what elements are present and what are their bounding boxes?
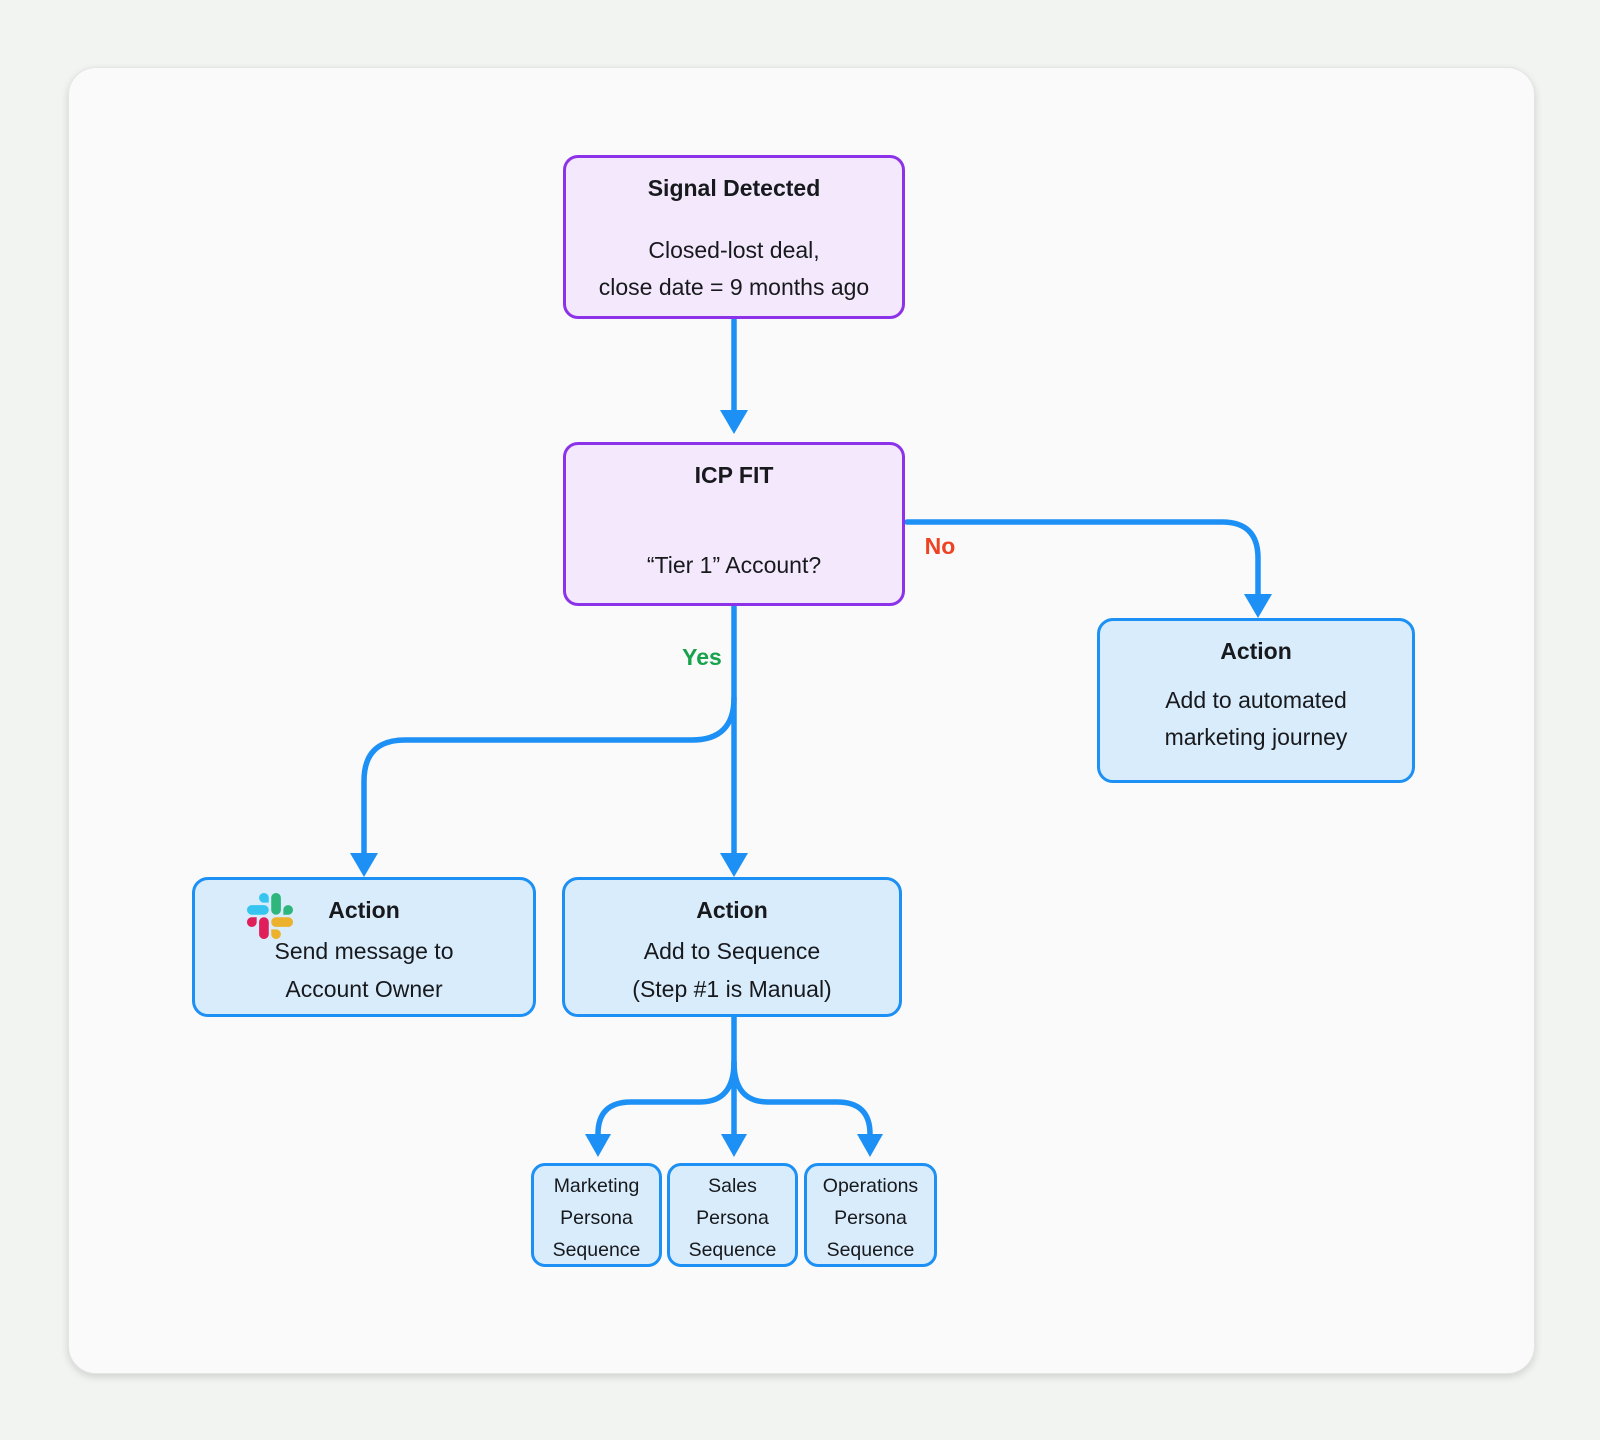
action-marketing-journey-line2: marketing journey <box>1164 724 1348 750</box>
action-slack-line1: Send message to <box>274 938 454 964</box>
action-slack-message-node: Action Send message to Account Owner <box>192 877 536 1017</box>
action-add-sequence-line1: Add to Sequence <box>643 938 821 964</box>
seq-marketing-line3: Sequence <box>552 1239 641 1261</box>
slack-icon <box>247 893 293 939</box>
seq-operations-line2: Persona <box>834 1207 907 1229</box>
sales-persona-sequence-node: Sales Persona Sequence <box>667 1163 798 1267</box>
seq-marketing-line2: Persona <box>560 1207 633 1229</box>
signal-node-title: Signal Detected <box>647 175 821 201</box>
action-add-sequence-title: Action <box>696 897 768 923</box>
seq-sales-line1: Sales <box>708 1175 757 1197</box>
icp-node-title: ICP FIT <box>694 462 774 488</box>
signal-node-line1: Closed-lost deal, <box>648 237 820 263</box>
action-marketing-journey-line1: Add to automated <box>1165 687 1347 713</box>
no-branch-label: No <box>924 533 956 559</box>
signal-detected-node: Signal Detected Closed-lost deal, close … <box>563 155 905 319</box>
seq-sales-line2: Persona <box>696 1207 769 1229</box>
action-add-sequence-node: Action Add to Sequence (Step #1 is Manua… <box>562 877 902 1017</box>
seq-operations-line3: Sequence <box>826 1239 915 1261</box>
seq-marketing-line1: Marketing <box>553 1175 640 1197</box>
action-add-sequence-line2: (Step #1 is Manual) <box>632 976 832 1002</box>
marketing-persona-sequence-node: Marketing Persona Sequence <box>531 1163 662 1267</box>
seq-sales-line3: Sequence <box>688 1239 777 1261</box>
icp-node-line1: “Tier 1” Account? <box>646 552 822 578</box>
signal-node-line2: close date = 9 months ago <box>598 274 870 300</box>
action-slack-line2: Account Owner <box>285 976 443 1002</box>
action-marketing-journey-title: Action <box>1220 638 1292 664</box>
yes-branch-label: Yes <box>682 644 722 670</box>
operations-persona-sequence-node: Operations Persona Sequence <box>804 1163 937 1267</box>
action-slack-title: Action <box>328 897 400 923</box>
action-marketing-journey-node: Action Add to automated marketing journe… <box>1097 618 1415 783</box>
icp-fit-node: ICP FIT “Tier 1” Account? <box>563 442 905 606</box>
seq-operations-line1: Operations <box>822 1175 919 1197</box>
